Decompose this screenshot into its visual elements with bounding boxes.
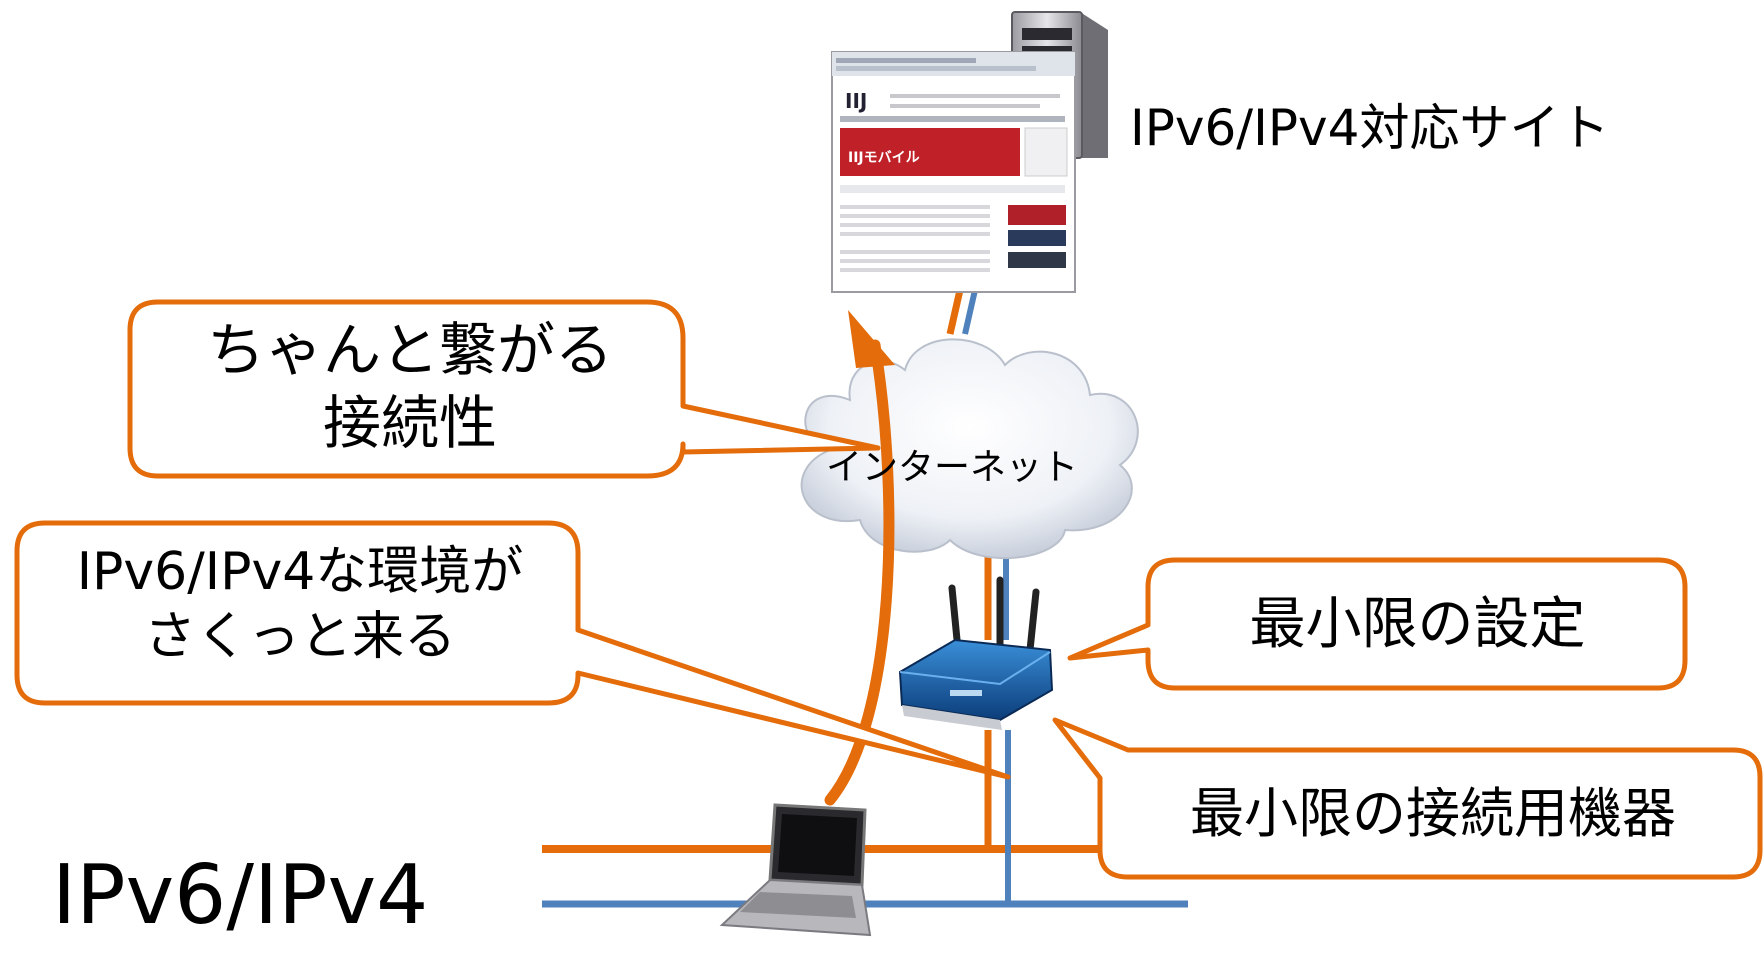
network-label: IPv6/IPv4	[52, 848, 429, 943]
callout-environment-line2: さくっと来る	[143, 607, 456, 667]
webpage-banner: IIJモバイル	[848, 150, 920, 166]
connection-arrow	[824, 310, 895, 806]
callout-environment	[14, 520, 1011, 780]
callout-equipment	[1052, 717, 1763, 880]
callout-connectivity-line1: ちゃんと繋がる	[206, 316, 613, 384]
callout-settings	[1067, 557, 1688, 691]
callout-settings-text: 最小限の設定	[1249, 592, 1586, 657]
site-label: IPv6/IPv4対応サイト	[1130, 99, 1610, 157]
callout-environment-text: IPv6/IPv4な環境が さくっと来る	[30, 540, 570, 670]
callout-connectivity	[127, 299, 881, 479]
internet-label: インターネット	[826, 447, 1079, 488]
callout-connectivity-line2: 接続性	[322, 388, 497, 457]
callout-environment-line1: IPv6/IPv4な環境が	[76, 542, 524, 602]
webpage-logo: IIJ	[845, 89, 867, 113]
laptop-icon	[719, 803, 872, 937]
cloud-server-blue	[962, 289, 978, 335]
cloud-server-orange	[946, 289, 964, 335]
callout-connectivity-text: ちゃんと繋がる 接続性	[140, 314, 680, 459]
callout-equipment-text: 最小限の接続用機器	[1190, 782, 1676, 845]
webpage-icon: IIJ IIJモバイル	[831, 51, 1076, 293]
router-icon	[898, 576, 1054, 730]
